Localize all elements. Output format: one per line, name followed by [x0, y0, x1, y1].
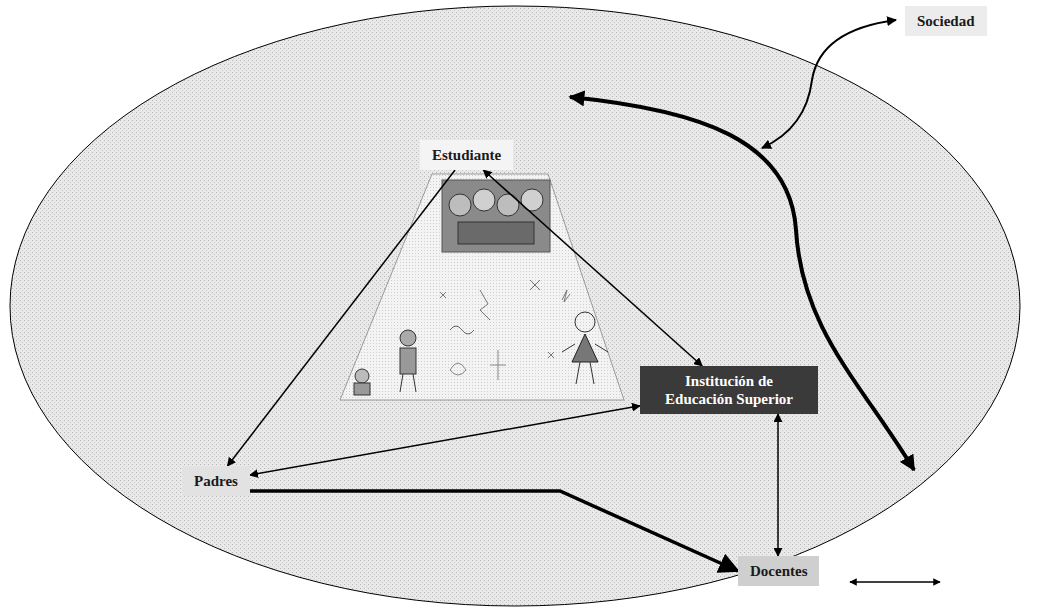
relation-arrow — [777, 414, 779, 556]
student-scene — [340, 174, 624, 400]
node-text: Padres — [194, 472, 238, 490]
node-text: Estudiante — [432, 146, 501, 164]
teachers-label: Docentes — [738, 556, 819, 586]
society-label: Sociedad — [905, 6, 987, 36]
relation-arrow — [227, 170, 455, 466]
society-arrow — [762, 20, 896, 148]
node-text: Sociedad — [917, 12, 975, 30]
node-text: Institución de Educación Superior — [652, 372, 806, 408]
relation-arrow — [250, 406, 640, 475]
node-text: Docentes — [750, 562, 807, 580]
relation-arrow — [483, 170, 702, 366]
feedback-arrow — [570, 97, 914, 470]
relation-arrow — [250, 491, 738, 571]
parents-label: Padres — [182, 466, 250, 496]
student-label: Estudiante — [420, 140, 513, 170]
outward-arrow — [850, 581, 940, 583]
institution-box: Institución de Educación Superior — [640, 366, 818, 414]
context-ellipse — [10, 6, 1020, 606]
